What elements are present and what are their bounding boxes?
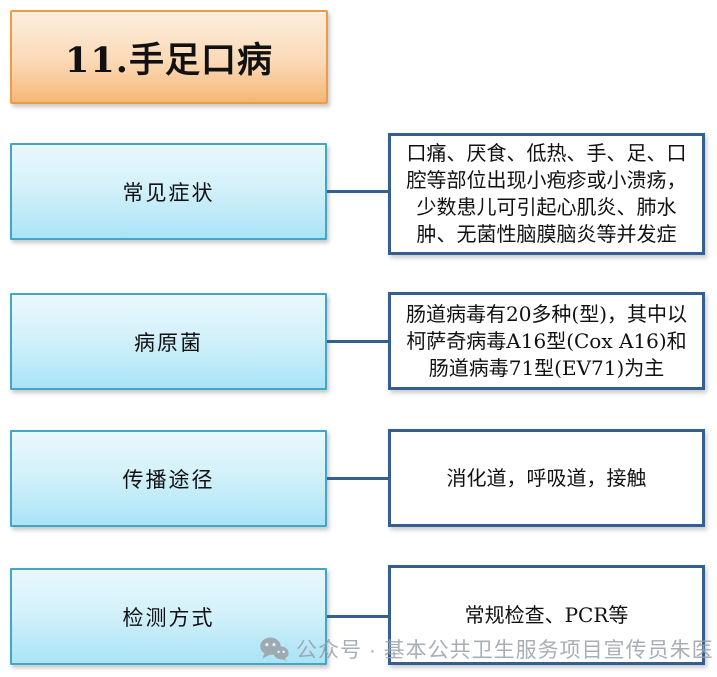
label-box-common-symptoms: 常见症状 [10,143,327,240]
label-box-pathogen: 病原菌 [10,293,327,390]
title-box: 11.手足口病 [10,10,328,104]
label-text: 常见症状 [122,180,215,205]
label-text: 病原菌 [134,330,203,355]
connector-line [327,615,388,618]
detail-box-pathogen: 肠道病毒有20多种(型)，其中以柯萨奇病毒A16型(Cox A16)和肠道病毒7… [388,292,705,390]
detail-text: 常规检查、PCR等 [464,602,629,627]
watermark-text: 公众号 · 基本公共卫生服务项目宣传员朱医 [296,639,714,662]
label-box-detection: 检测方式 [10,568,327,665]
connector-line [327,340,388,343]
watermark: 公众号 · 基本公共卫生服务项目宣传员朱医 [259,634,714,664]
detail-box-transmission: 消化道，呼吸道，接触 [388,429,705,527]
connector-line [327,477,388,480]
detail-text: 肠道病毒有20多种(型)，其中以柯萨奇病毒A16型(Cox A16)和肠道病毒7… [405,301,688,380]
label-text: 检测方式 [122,605,215,630]
diagram-title: 11.手足口病 [65,39,273,81]
detail-text: 口痛、厌食、低热、手、足、口腔等部位出现小疱疹或小溃疡，少数患儿可引起心肌炎、肺… [406,141,687,246]
label-box-transmission: 传播途径 [10,430,327,527]
detail-box-common-symptoms: 口痛、厌食、低热、手、足、口腔等部位出现小疱疹或小溃疡，少数患儿可引起心肌炎、肺… [388,133,705,255]
connector-line [327,190,388,193]
wechat-icon [259,636,289,662]
detail-box-detection: 常规检查、PCR等 [388,565,705,665]
label-text: 传播途径 [122,467,215,492]
detail-text: 消化道，呼吸道，接触 [446,465,647,490]
